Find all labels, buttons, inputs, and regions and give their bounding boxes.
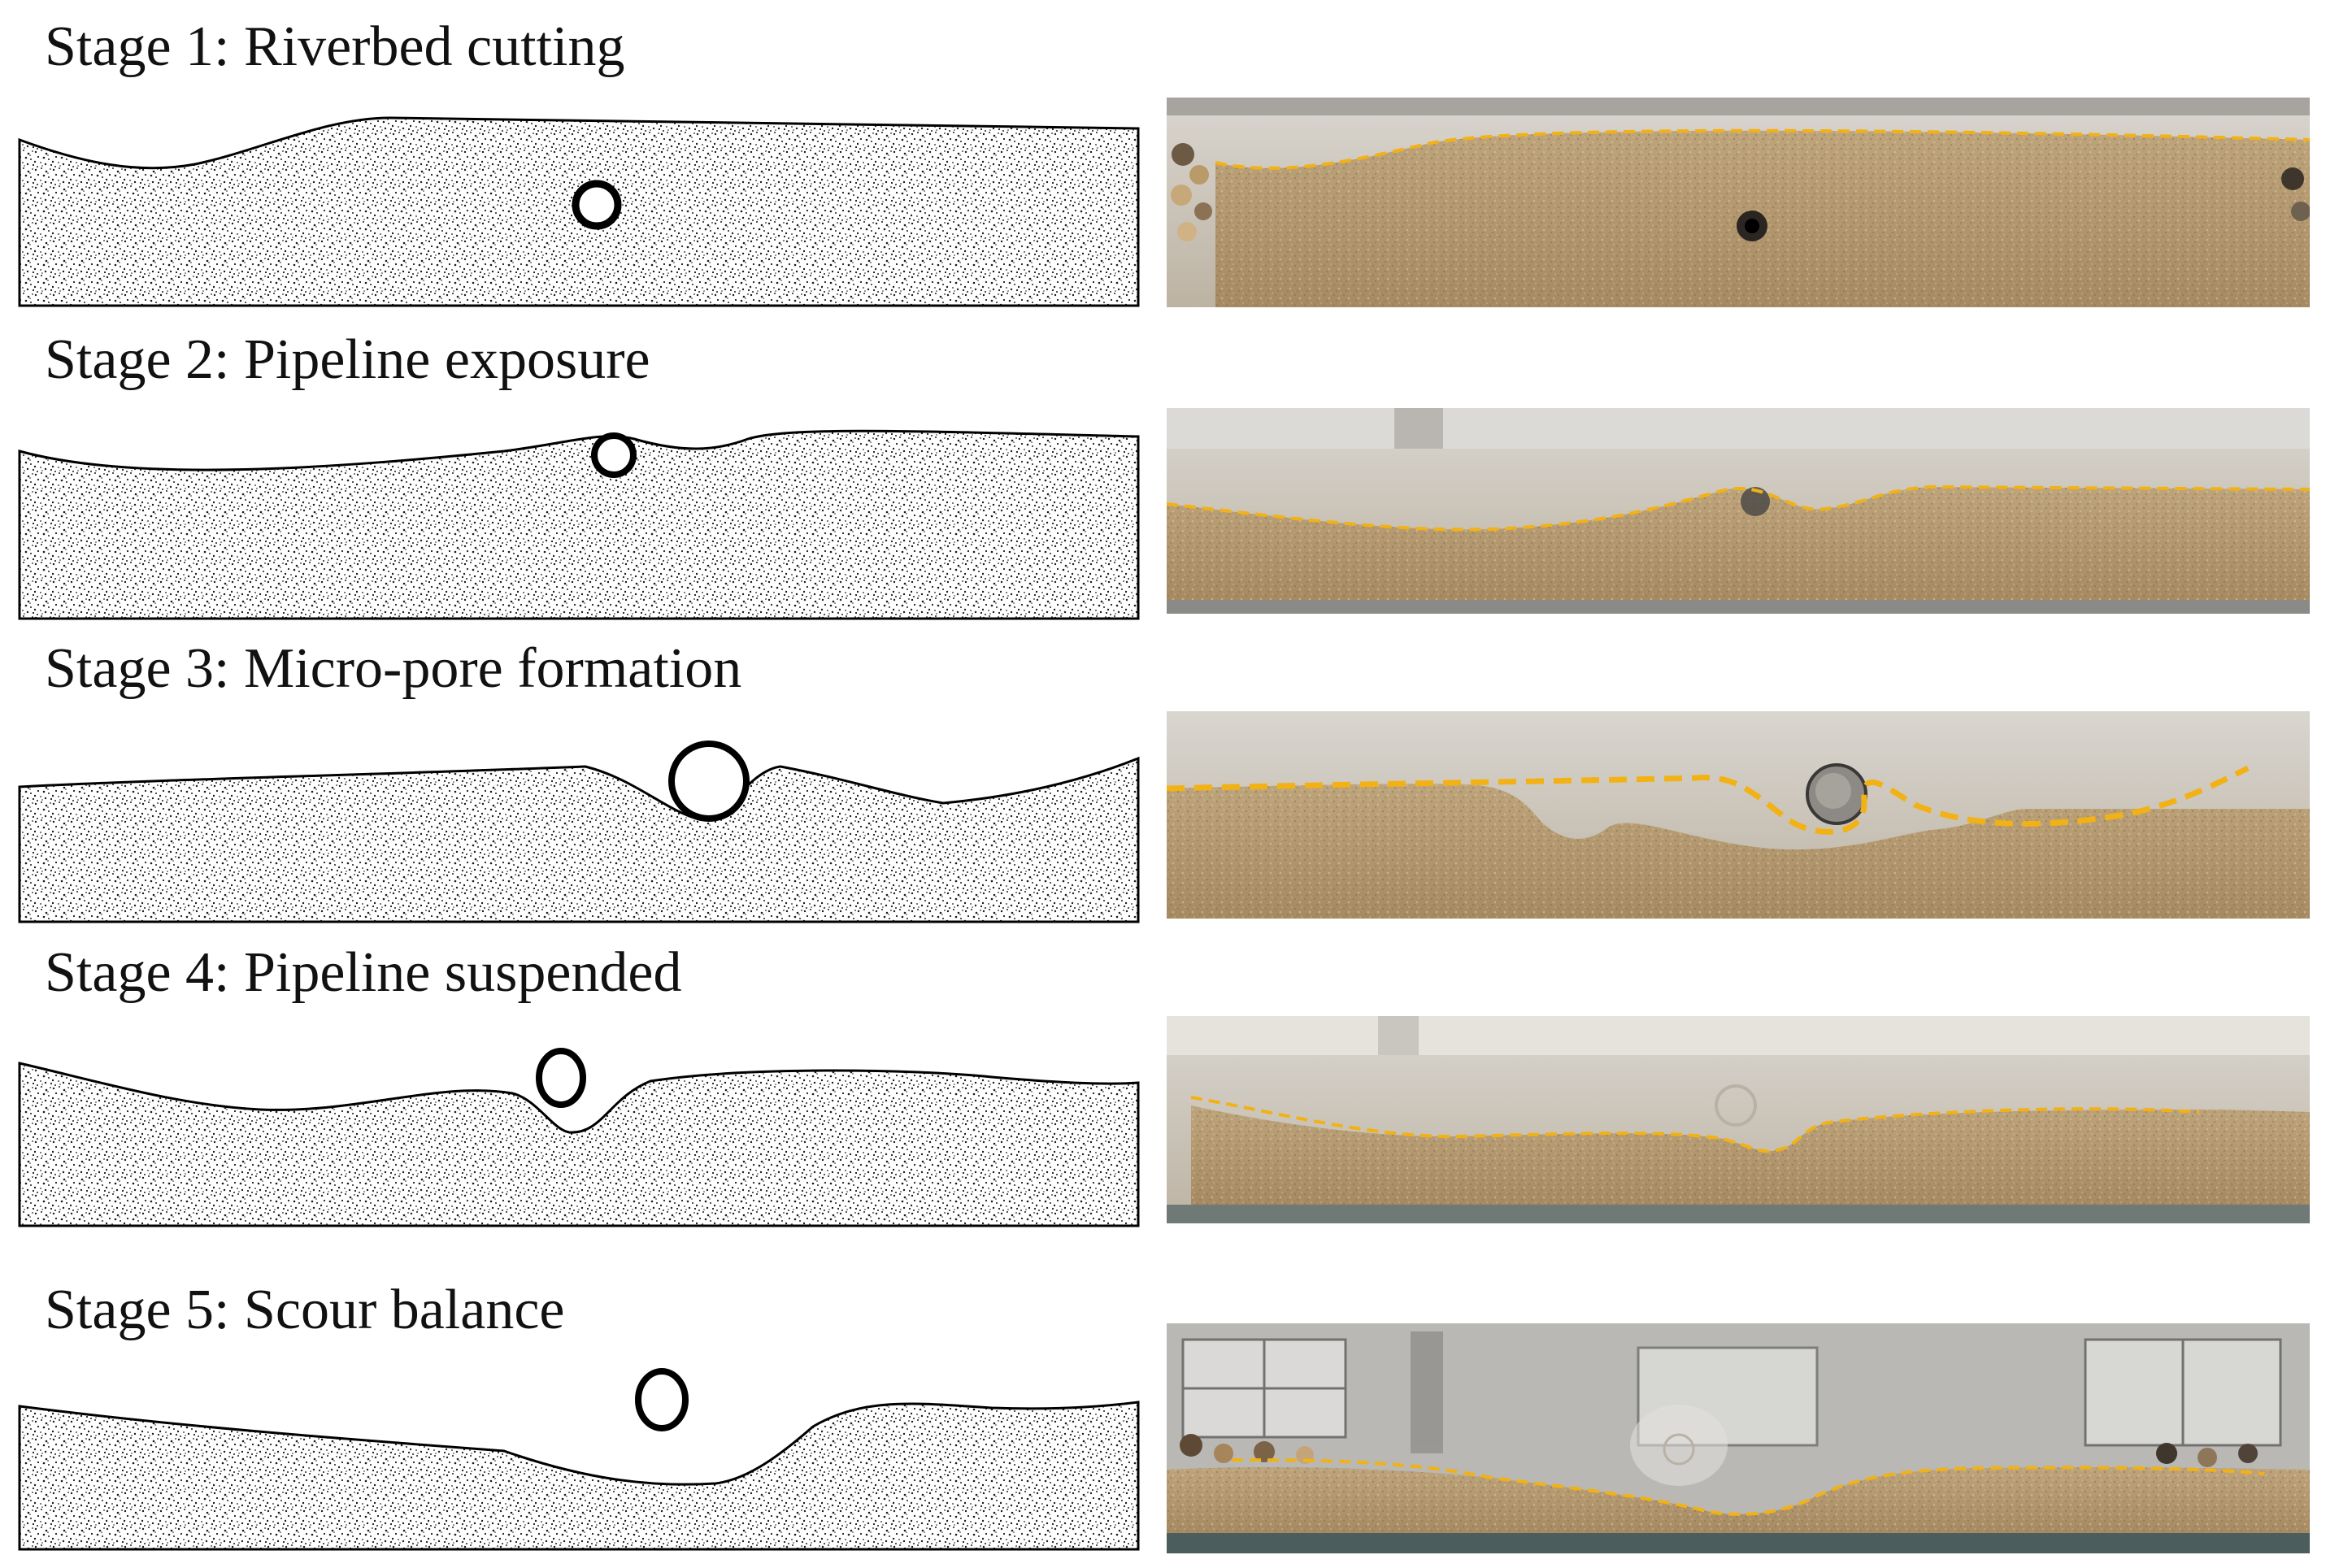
stage-3-photo [1167,711,2310,919]
water-splash [1630,1405,1728,1486]
stage-3-sketch [18,741,1140,923]
stage-2-sketch [18,429,1140,620]
stage-2-photo [1167,408,2310,614]
scour-profile-line [1167,484,2310,532]
pipeline-icon [591,432,637,478]
stage-5-sketch [18,1368,1140,1551]
stage-4-title: Stage 4: Pipeline suspended [45,941,682,1004]
pipeline-icon [635,1368,689,1431]
stage-1-title: Stage 1: Riverbed cutting [45,15,625,78]
stage-4-sketch [18,1048,1140,1227]
gravel-top [1180,1434,2258,1467]
stage-5-photo [1167,1323,2310,1553]
pipeline-icon [536,1048,586,1108]
scour-profile-line [1190,1096,2200,1153]
pipe-hole [1715,1084,1757,1127]
scour-profile-line [1167,765,2250,835]
stage-1-photo [1167,98,2310,307]
stage-4-photo [1167,1016,2310,1223]
stage-3-title: Stage 3: Micro-pore formation [45,637,742,700]
riverbed-sand [18,756,1140,923]
pipeline-icon [668,741,750,822]
riverbed-sand [18,1062,1140,1227]
gravel-right [2281,167,2310,221]
pipeline-icon [572,180,622,230]
scour-profile-line [1231,1458,2265,1516]
riverbed-sand [18,1401,1140,1551]
gravel-left [1171,143,1212,241]
pipe-hole [1663,1433,1695,1466]
stage-2-title: Stage 2: Pipeline exposure [45,328,650,391]
pipe-hole [1741,487,1770,516]
riverbed-sand [18,429,1140,620]
scour-profile-line [1215,128,2310,170]
stage-5-title: Stage 5: Scour balance [45,1279,565,1341]
stage-1-sketch [18,116,1140,307]
